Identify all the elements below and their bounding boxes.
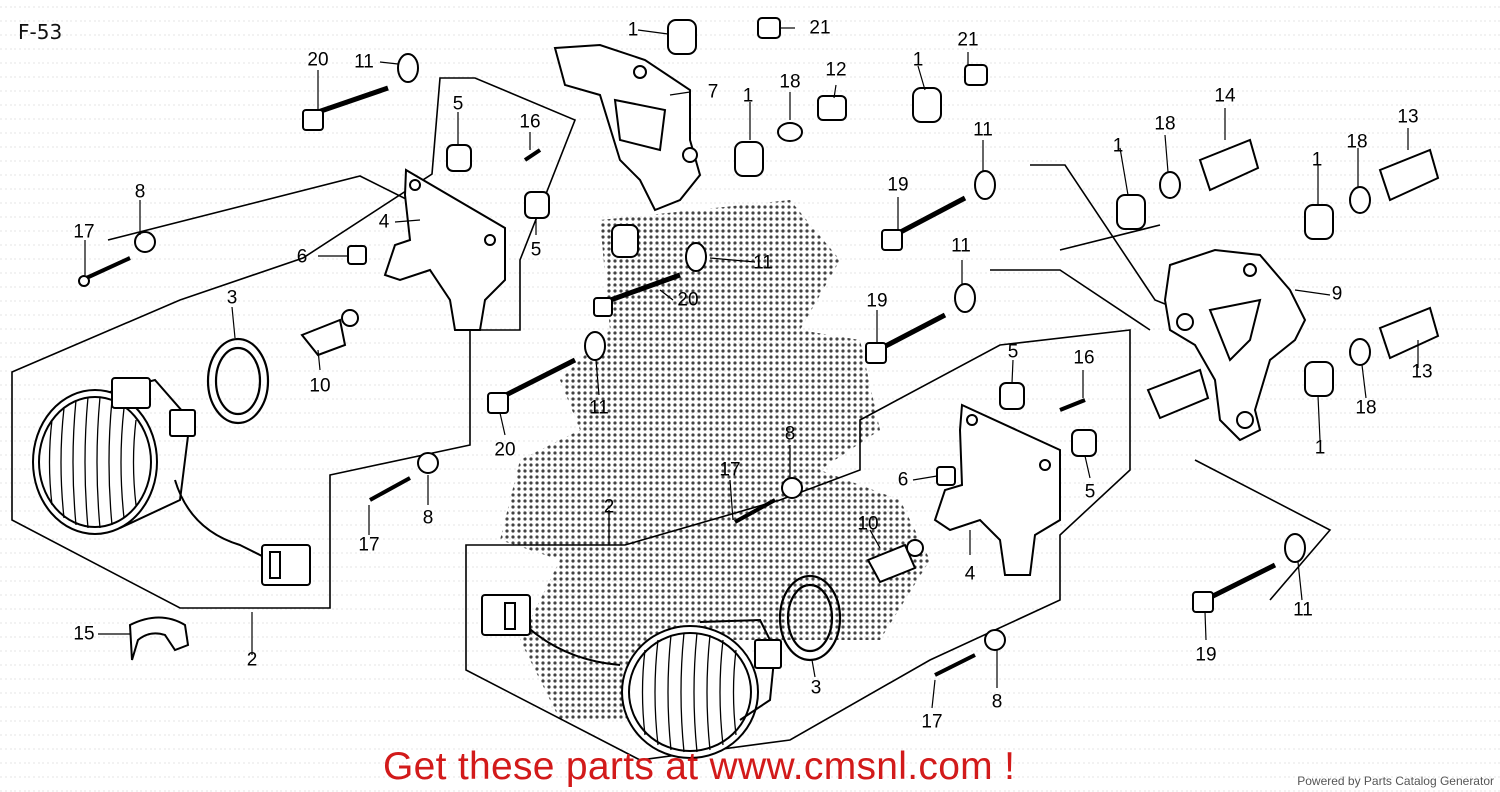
headlight-ring-3 (206, 337, 270, 425)
callout-5: 5 (1007, 341, 1019, 363)
callout-2: 2 (603, 496, 615, 518)
mounting-bracket-icon (383, 168, 506, 331)
callout-18: 18 (1346, 131, 1368, 153)
wire-connector-icon (174, 479, 311, 586)
callout-21: 21 (957, 29, 979, 51)
washer-icon (134, 53, 1371, 651)
callout-11: 11 (1293, 599, 1313, 621)
callout-1: 1 (1112, 135, 1124, 157)
callout-13: 13 (1411, 361, 1433, 383)
left-assembly-outline (11, 77, 577, 609)
callout-18: 18 (1355, 397, 1377, 419)
callout-1: 1 (912, 49, 924, 71)
center-bracket-7 (553, 43, 702, 212)
callout-13: 13 (1397, 106, 1419, 128)
callout-7: 7 (707, 81, 719, 103)
callout-5: 5 (1084, 481, 1096, 503)
callout-3: 3 (226, 287, 238, 309)
callout-1: 1 (627, 19, 639, 41)
nut-icon (347, 245, 956, 486)
callout-20: 20 (307, 49, 329, 71)
callout-8: 8 (422, 507, 434, 529)
callout-19: 19 (866, 290, 888, 312)
callout-8: 8 (991, 691, 1003, 713)
wire-clip-15 (128, 616, 190, 661)
callout-19: 19 (1195, 644, 1217, 666)
callout-11: 11 (973, 119, 993, 141)
callout-17: 17 (921, 711, 943, 733)
callout-11: 11 (753, 252, 773, 274)
callout-12: 12 (825, 59, 847, 81)
callout-5: 5 (452, 93, 464, 115)
callout-4: 4 (378, 211, 390, 233)
callout-20: 20 (494, 439, 516, 461)
callout-5: 5 (530, 239, 542, 261)
callout-15: 15 (73, 623, 95, 645)
wire-connector-icon (481, 594, 621, 666)
callout-18: 18 (779, 71, 801, 93)
callout-17: 17 (719, 459, 741, 481)
headlight-bulb-icon (866, 539, 924, 584)
promo-link[interactable]: Get these parts at www.cmsnl.com ! (383, 745, 1016, 788)
callout-8: 8 (134, 181, 146, 203)
leader-lines (84, 27, 1419, 709)
callout-17: 17 (73, 221, 95, 243)
callout-17: 17 (358, 534, 380, 556)
callout-11: 11 (354, 51, 374, 73)
callout-10: 10 (309, 375, 331, 397)
callout-18: 18 (1154, 113, 1176, 135)
powered-by-credit: Powered by Parts Catalog Generator (1297, 774, 1494, 788)
callout-16: 16 (519, 111, 541, 133)
collar-icon (757, 17, 1440, 420)
callout-11: 11 (589, 397, 609, 419)
mounting-bracket-icon (933, 403, 1061, 576)
callout-20: 20 (677, 289, 699, 311)
callout-1: 1 (742, 85, 754, 107)
callout-14: 14 (1214, 85, 1236, 107)
callout-10: 10 (857, 513, 879, 535)
headlight-ring-3 (778, 574, 842, 662)
diagram-code: F-53 (18, 20, 63, 44)
callout-11: 11 (951, 235, 971, 257)
callout-8: 8 (784, 423, 796, 445)
callout-2: 2 (246, 649, 258, 671)
callout-16: 16 (1073, 347, 1095, 369)
callout-1: 1 (1314, 437, 1326, 459)
callout-1: 1 (1311, 149, 1323, 171)
callout-6: 6 (296, 246, 308, 268)
callout-9: 9 (1331, 283, 1343, 305)
callout-4: 4 (964, 563, 976, 585)
right-bracket-9 (1163, 248, 1307, 442)
bolt-icon (78, 85, 1277, 677)
callout-21: 21 (809, 17, 831, 39)
headlight-lens-icon (621, 618, 782, 759)
callout-3: 3 (810, 677, 822, 699)
headlight-bulb-icon (300, 309, 359, 357)
headlight-lens-icon (32, 377, 196, 535)
callout-6: 6 (897, 469, 909, 491)
callout-19: 19 (887, 174, 909, 196)
